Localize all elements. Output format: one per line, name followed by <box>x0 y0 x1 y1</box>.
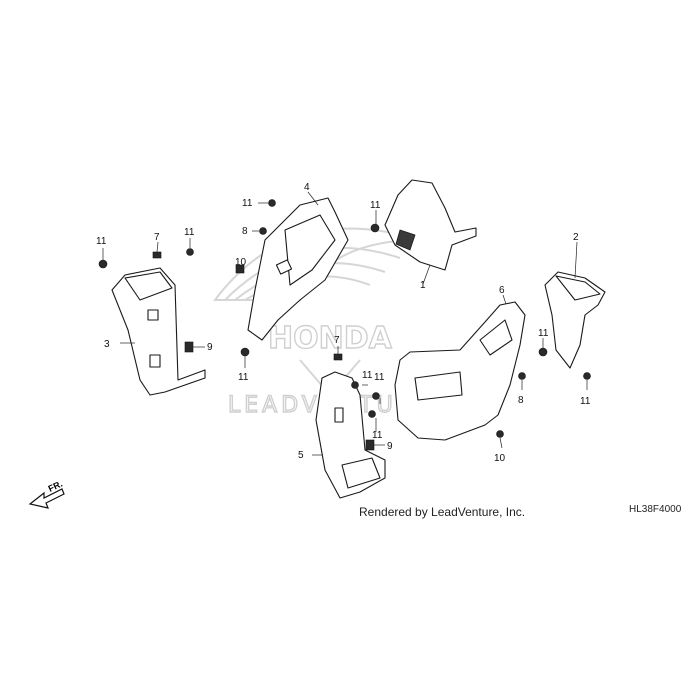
bolt-11-part1 <box>370 223 380 233</box>
callout-2: 2 <box>573 232 579 243</box>
bolt-11-far-right <box>583 372 591 380</box>
leader-lines <box>102 191 588 456</box>
callout-6: 6 <box>499 285 505 296</box>
bolt-11-lower <box>240 347 250 357</box>
bolt-10-right <box>496 430 504 438</box>
arrow-icon <box>28 488 65 509</box>
clip-9-left <box>184 341 194 353</box>
callout-11: 11 <box>374 372 385 383</box>
clip-9-center <box>365 439 375 451</box>
front-direction-arrow: FR. <box>28 479 65 509</box>
bolt-8-top <box>259 227 267 235</box>
callout-11: 11 <box>538 328 549 339</box>
part-5-lower-panel <box>315 371 386 499</box>
screw-7-left <box>152 251 162 259</box>
screw-7-center <box>333 353 343 361</box>
bolt-10-top <box>235 264 245 274</box>
bolt-11-top <box>268 199 276 207</box>
callout-5: 5 <box>298 450 304 461</box>
callout-10: 10 <box>235 257 247 268</box>
fasteners <box>98 199 591 451</box>
callout-7: 7 <box>334 335 340 346</box>
watermark-logo-text: HONDA <box>268 321 393 356</box>
callout-11: 11 <box>580 396 591 407</box>
callout-11: 11 <box>372 430 383 441</box>
callout-8: 8 <box>242 226 248 237</box>
part-3-left-panel <box>111 267 206 396</box>
callout-11: 11 <box>238 372 249 383</box>
callout-4: 4 <box>304 182 310 193</box>
part-6-center-cover <box>394 301 526 441</box>
bolt-11-left <box>98 259 108 269</box>
callout-11: 11 <box>184 227 195 238</box>
diagram-code: HL38F4000 <box>629 504 682 515</box>
bolt-11-right <box>538 347 548 357</box>
part-1-upper-right-cover <box>384 179 477 271</box>
callout-9: 9 <box>207 342 213 353</box>
callout-10: 10 <box>494 453 506 464</box>
callout-1: 1 <box>420 280 426 291</box>
bolt-11-center-b <box>372 392 380 400</box>
callouts: 11 7 11 3 9 11 8 10 11 4 11 1 2 7 11 11 … <box>96 182 591 464</box>
bolt-8-right <box>518 372 526 380</box>
part-4-upper-cover <box>247 197 349 341</box>
callout-8: 8 <box>518 395 524 406</box>
callout-11: 11 <box>370 200 381 211</box>
callout-7: 7 <box>154 232 160 243</box>
bolt-11-center-c <box>368 410 376 418</box>
callout-11: 11 <box>242 198 253 209</box>
callout-3: 3 <box>104 339 110 350</box>
callout-9: 9 <box>387 441 393 452</box>
bolt-11-center-a <box>351 381 359 389</box>
callout-11: 11 <box>362 370 373 381</box>
bolt-11-left-2 <box>186 248 194 256</box>
part-2-right-bracket <box>544 271 606 369</box>
render-credit: Rendered by LeadVenture, Inc. <box>359 505 525 519</box>
callout-11: 11 <box>96 236 107 247</box>
